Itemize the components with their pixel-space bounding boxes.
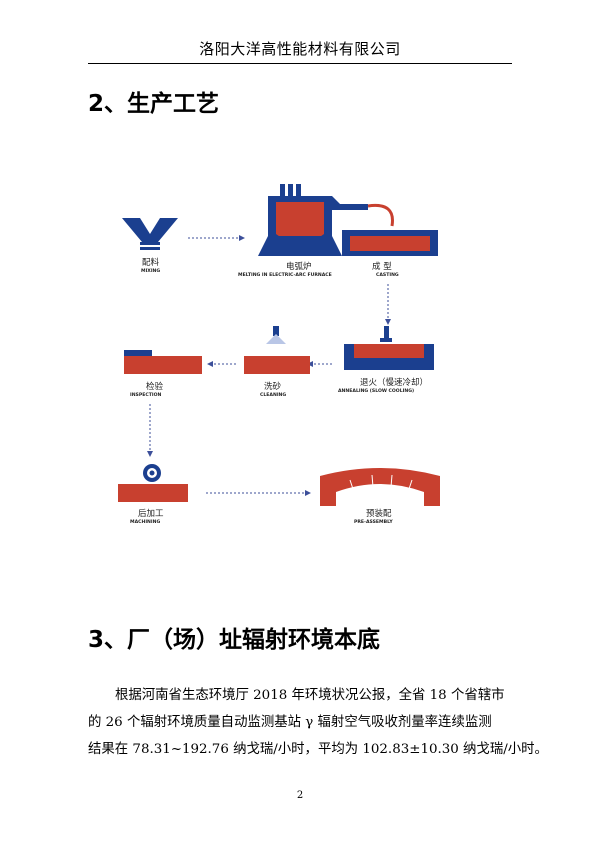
paragraph-line: 根据河南省生态环境厅 2018 年环境状况公报，全省 18 个省辖市 <box>115 688 505 703</box>
label-mixing: 配料 <box>142 257 160 268</box>
electric-arc-furnace-icon <box>258 184 394 256</box>
section-title-radiation-background: 3、厂（场）址辐射环境本底 <box>88 627 381 653</box>
label-cleaning-en: CLEANING <box>260 392 286 398</box>
label-preassembly-en: PRE-ASSEMBLY <box>354 519 393 525</box>
label-machining: 后加工 <box>138 508 164 519</box>
page-header: 洛阳大洋高性能材料有限公司 <box>199 40 401 58</box>
label-mixing-en: MIXING <box>141 268 160 274</box>
pre-assembly-arch-icon <box>320 468 440 506</box>
paragraph-line: 的 26 个辐射环境质量自动监测基站 γ 辐射空气吸收剂量率连续监测 <box>88 715 492 730</box>
sand-cleaning-icon <box>244 326 310 374</box>
label-inspection: 检验 <box>146 381 164 392</box>
label-furnace: 电弧炉 <box>286 261 312 272</box>
section-title-process: 2、生产工艺 <box>88 91 220 117</box>
process-flow-diagram: 配料 MIXING 电弧炉 MELTING IN ELECTRIC-ARC FU… <box>118 184 440 525</box>
paragraph-line: 结果在 78.31~192.76 纳戈瑞/小时，平均为 102.83±10.30… <box>88 742 548 757</box>
label-cleaning: 洗砂 <box>264 381 282 392</box>
label-preassembly: 预装配 <box>366 508 392 519</box>
page-number: 2 <box>296 790 304 801</box>
label-inspection-en: INSPECTION <box>130 392 161 398</box>
label-annealing: 退火（慢速冷却） <box>360 377 428 388</box>
inspection-icon <box>124 350 202 374</box>
machining-icon <box>118 464 188 502</box>
header-divider <box>88 63 512 64</box>
label-furnace-en: MELTING IN ELECTRIC-ARC FURNACE <box>238 272 332 278</box>
label-casting-en: CASTING <box>376 272 399 278</box>
radiation-paragraph: 根据河南省生态环境厅 2018 年环境状况公报，全省 18 个省辖市 的 26 … <box>88 682 548 763</box>
casting-mould-icon <box>342 230 438 256</box>
label-annealing-en: ANNEALING (SLOW COOLING) <box>338 388 414 394</box>
label-machining-en: MACHINING <box>130 519 160 525</box>
label-casting: 成 型 <box>372 261 392 272</box>
mixing-hopper-icon <box>122 218 178 250</box>
annealing-furnace-icon <box>344 326 434 370</box>
